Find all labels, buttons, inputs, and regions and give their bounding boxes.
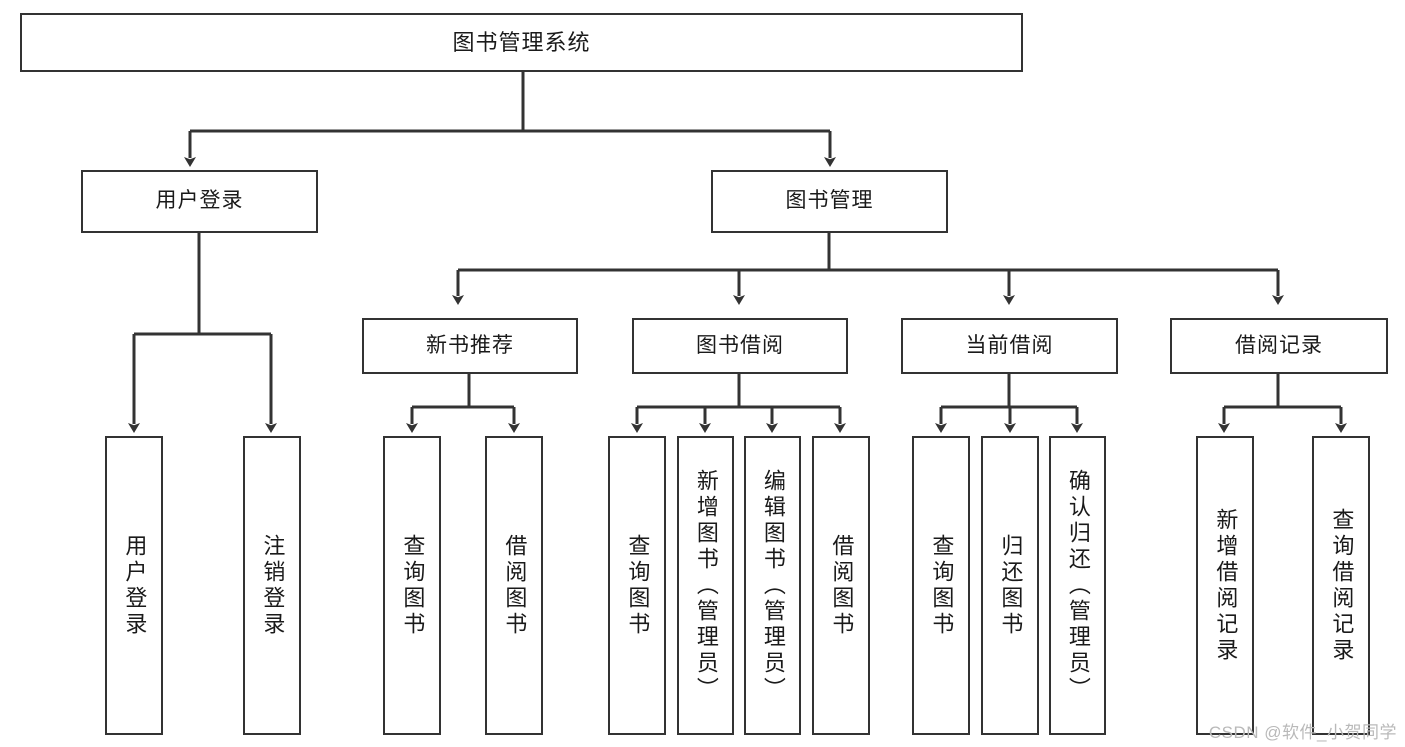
node-current-borrow[interactable]: 当前借阅 [901,318,1118,374]
node-leaf-edit-book[interactable]: 编辑图书（管理员） [744,436,801,735]
node-label: 用户登录 [122,533,148,638]
node-label: 新增借阅记录 [1213,507,1239,664]
node-label: 图书借阅 [696,333,784,357]
node-book-management[interactable]: 图书管理 [711,170,948,233]
node-label: 借阅图书 [502,533,528,638]
node-leaf-user-login[interactable]: 用户登录 [105,436,163,735]
node-leaf-logout-login[interactable]: 注销登录 [243,436,301,735]
node-label: 图书管理 [785,189,874,213]
node-label: 当前借阅 [965,333,1054,357]
node-label: 新书推荐 [426,333,514,357]
node-label: 确认归还（管理员） [1065,468,1091,703]
node-leaf-query-record[interactable]: 查询借阅记录 [1312,436,1370,735]
node-leaf-add-record[interactable]: 新增借阅记录 [1196,436,1254,735]
node-leaf-borrow-book-1[interactable]: 借阅图书 [485,436,543,735]
node-leaf-confirm-return[interactable]: 确认归还（管理员） [1049,436,1106,735]
node-book-borrow[interactable]: 图书借阅 [632,318,848,374]
node-leaf-return-book[interactable]: 归还图书 [981,436,1039,735]
node-label: 归还图书 [998,533,1024,638]
node-new-book-recommend[interactable]: 新书推荐 [362,318,578,374]
node-label: 借阅图书 [829,533,855,638]
node-label: 新增图书（管理员） [693,468,719,703]
node-label: 编辑图书（管理员） [760,468,786,703]
node-leaf-query-book-1[interactable]: 查询图书 [383,436,441,735]
node-label: 图书管理系统 [452,29,591,55]
node-label: 查询图书 [625,533,651,638]
node-leaf-query-book-2[interactable]: 查询图书 [608,436,666,735]
node-label: 用户登录 [155,189,244,213]
node-leaf-add-book[interactable]: 新增图书（管理员） [677,436,734,735]
node-label: 查询借阅记录 [1329,507,1355,664]
node-root-system[interactable]: 图书管理系统 [20,13,1023,72]
node-borrow-record[interactable]: 借阅记录 [1170,318,1388,374]
node-label: 借阅记录 [1235,333,1323,357]
node-label: 查询图书 [929,533,955,638]
node-leaf-borrow-book-2[interactable]: 借阅图书 [812,436,870,735]
node-user-login[interactable]: 用户登录 [81,170,318,233]
node-label: 查询图书 [400,533,426,638]
node-leaf-query-book-3[interactable]: 查询图书 [912,436,970,735]
node-label: 注销登录 [260,533,286,638]
